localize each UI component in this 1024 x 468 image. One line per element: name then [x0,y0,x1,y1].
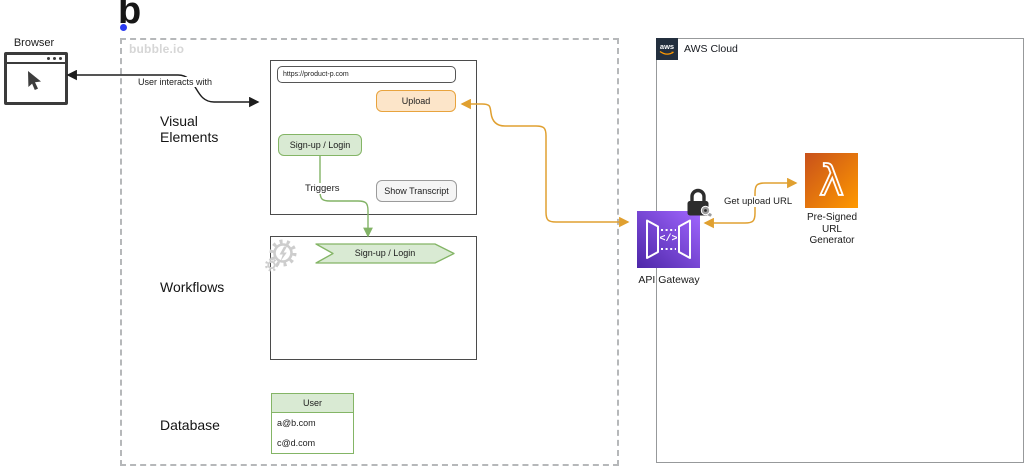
table-row: a@b.com [277,418,316,428]
table-header: User [272,394,353,413]
show-transcript-button: Show Transcript [376,180,457,202]
arrow-upload-api-gateway [460,98,630,228]
cursor-icon [25,70,47,94]
aws-logo: aws [656,38,678,60]
api-gateway-code-glyph: </> [659,234,678,245]
arrow-signup-triggers-workflow [319,156,373,238]
upload-button: Upload [376,90,456,112]
table-row: c@d.com [277,438,316,448]
get-upload-url-label: Get upload URL [722,196,795,207]
titlebar-dot-icon [53,57,56,60]
aws-smile-icon [659,50,674,55]
lambda-icon: λ [805,153,858,208]
arrow-browser-visual-elements [66,69,260,108]
url-bar: https://product-p.com [277,66,456,83]
section-label-workflows: Workflows [160,279,225,295]
bubble-io-watermark: bubble.io [129,42,185,56]
gears-icon [264,238,302,274]
triggers-label: Triggers [303,183,342,194]
api-gateway-label: API Gateway [638,274,700,286]
lambda-glyph: λ [819,156,844,205]
signup-login-button: Sign-up / Login [278,134,362,156]
titlebar-dot-icon [59,57,62,60]
browser-label: Browser [13,37,55,49]
browser-window [4,52,68,105]
aws-logo-text: aws [659,41,675,51]
titlebar-dot-icon [47,57,50,60]
lock-icon [684,186,714,218]
section-label-database: Database [160,417,220,433]
browser-titlebar [7,55,65,64]
database-table: User a@b.com c@d.com [271,393,354,454]
user-interacts-label: User interacts with [136,77,215,87]
workflow-step-chevron [315,243,456,264]
lambda-label: Pre-Signed URL Generator [806,212,858,246]
workflow-step-label: Sign-up / Login [354,248,416,258]
bubble-logo-dot-icon [120,24,127,31]
api-gateway-icon [637,211,700,268]
aws-cloud-label: AWS Cloud [684,43,738,55]
bubble-io-container [120,38,619,466]
section-label-visual-elements: Visual Elements [160,113,219,145]
